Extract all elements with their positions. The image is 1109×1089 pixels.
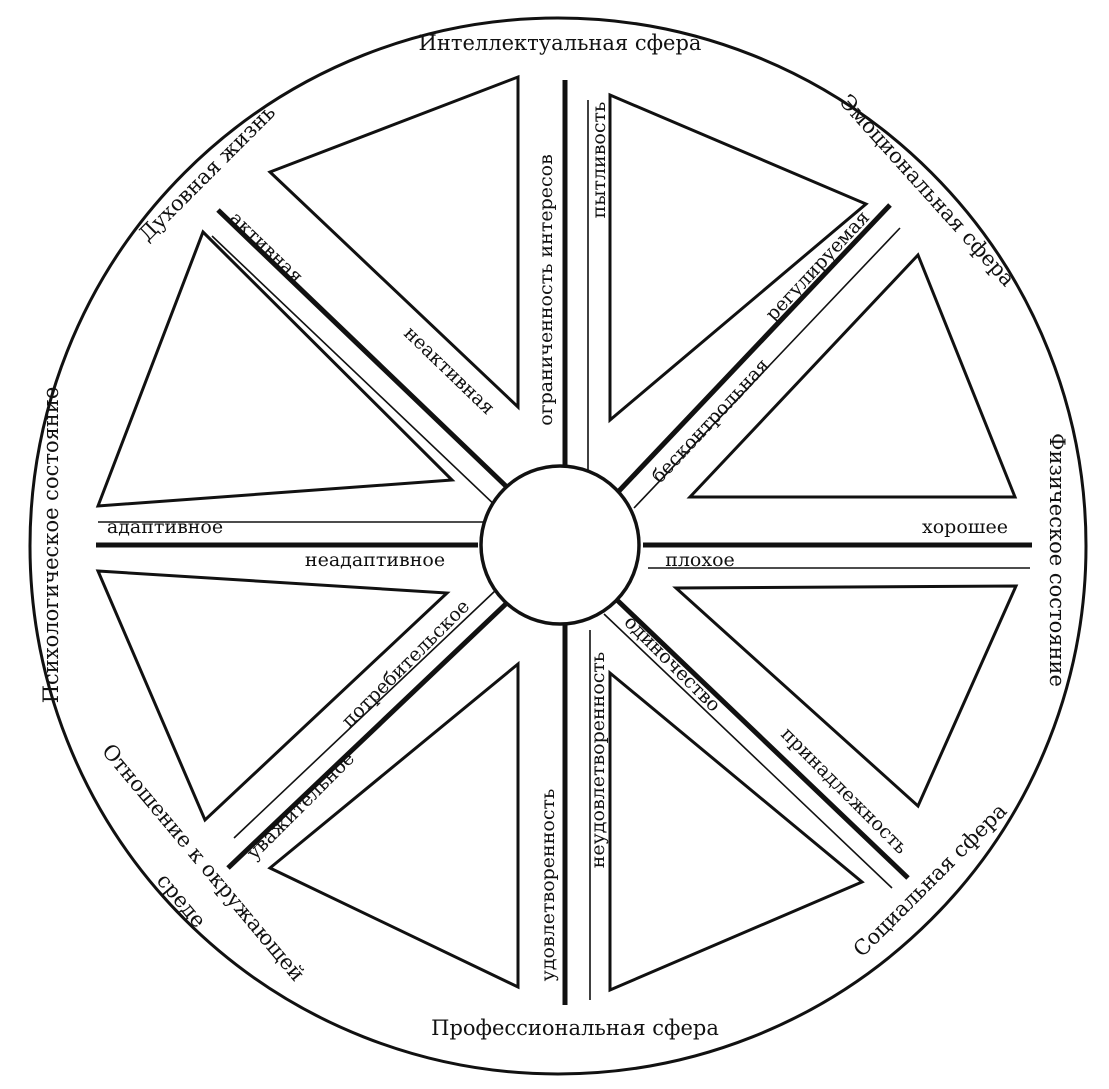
outer-circle — [28, 16, 1088, 1076]
triangle-physical-social — [672, 584, 1019, 809]
pole-intellectual-inner: ограниченность интересов — [535, 154, 557, 426]
label-physical-state: Физическое состояние — [1045, 433, 1069, 687]
guide-spiritual — [211, 235, 501, 511]
guide-environment — [233, 589, 497, 839]
triangle-spiritual-intellectual — [267, 74, 520, 411]
guide-social — [603, 613, 893, 889]
spoke-emotional — [616, 203, 892, 494]
pole-physical-outer: хорошее — [922, 516, 1008, 538]
pole-psychological-inner: неадаптивное — [305, 549, 445, 571]
sector-triangles — [95, 74, 1019, 993]
spoke-social — [615, 598, 910, 880]
spoke-spiritual — [216, 208, 512, 492]
spokes — [96, 80, 1032, 1005]
pole-professional-inner: неудовлетворенность — [587, 652, 609, 869]
guide-emotional — [633, 227, 901, 509]
hub-circle — [479, 464, 641, 626]
triangle-emotional-physical — [686, 252, 1018, 499]
triangle-intellectual-emotional — [608, 92, 869, 424]
label-professional-sphere: Профессиональная сфера — [431, 1016, 719, 1040]
pole-physical-inner: плохое — [665, 549, 735, 571]
spoke-environment — [226, 598, 512, 870]
pole-psychological-outer: адаптивное — [107, 516, 223, 538]
triangle-psychological-spiritual — [95, 229, 456, 508]
triangle-environment-psychological — [95, 569, 451, 823]
pole-professional-outer: удовлетворенность — [537, 789, 559, 982]
pole-intellectual-outer: пытливость — [588, 102, 610, 219]
triangle-professional-environment — [267, 660, 520, 990]
triangle-social-professional — [608, 669, 865, 993]
spoke-guides — [98, 100, 1030, 1000]
label-psychological-state: Психологическое состояние — [39, 387, 63, 704]
label-emotional-sphere: Эмоциональная сфера — [835, 90, 1020, 291]
label-intellectual-sphere: Интеллектуальная сфера — [419, 31, 702, 55]
